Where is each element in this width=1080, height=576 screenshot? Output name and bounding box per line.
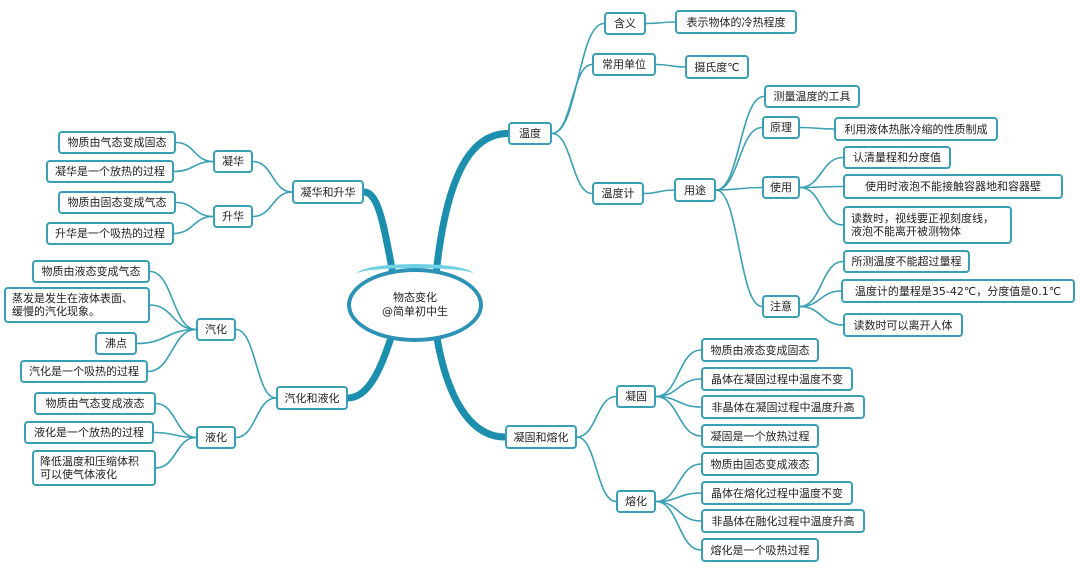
connector-line [576,395,617,438]
node-solidify[interactable]: 凝固 [616,385,656,408]
node-meaning-desc[interactable]: 表示物体的冷热程度 [675,10,797,34]
connector-line [235,328,277,399]
connector-line [643,189,675,195]
connector-line [645,21,676,25]
node-sublimation-item[interactable]: 升华是一个吸热的过程 [46,222,174,245]
connector-line [655,500,702,522]
node-solidify-item[interactable]: 凝固是一个放热过程 [701,424,819,448]
node-use[interactable]: 使用 [762,176,800,199]
connector-line [175,141,214,163]
node-liquefy-item[interactable]: 降低温度和压缩体积 可以使气体液化 [32,450,156,486]
node-note-item[interactable]: 温度计的量程是35-42℃，分度值是0.1℃ [841,279,1075,303]
main-branch-line [431,130,512,289]
node-liquefy-item[interactable]: 物质由气态变成液态 [34,392,156,415]
connector-line [235,397,277,439]
connector-line [655,500,702,551]
node-use-item[interactable]: 使用时液泡不能接触容器地和容器壁 [843,174,1063,199]
connector-line [655,378,702,398]
main-branch-line [431,321,509,441]
node-usage[interactable]: 用途 [674,178,716,202]
connector-line [799,186,844,226]
node-tool[interactable]: 测量温度的工具 [764,85,860,108]
connector-line [155,436,197,469]
node-meaning[interactable]: 含义 [604,12,646,35]
node-note-item[interactable]: 读数时可以离开人体 [843,313,963,337]
node-desublimation-item[interactable]: 物质由气态变成固态 [58,131,176,154]
node-vaporize-item[interactable]: 蒸发是发生在液体表面、 缓慢的汽化现象。 [4,287,150,323]
node-thermometer[interactable]: 温度计 [592,182,644,205]
node-temperature[interactable]: 温度 [508,122,552,145]
connector-line [799,126,835,130]
connector-line [551,132,593,195]
node-use-item[interactable]: 认清量程和分度值 [843,146,951,169]
connector-line [149,304,197,331]
connector-line [149,270,197,331]
connector-line [715,186,763,191]
node-desublimation-item[interactable]: 凝华是一个放热的过程 [46,160,174,183]
node-melt-item[interactable]: 熔化是一个吸热过程 [701,538,819,562]
connector-line [715,126,763,191]
node-sublimation-branch[interactable]: 凝华和升华 [292,180,364,204]
connector-line [655,349,702,398]
connector-line [576,436,617,503]
node-liquefy-item[interactable]: 液化是一个放热的过程 [24,421,154,444]
node-vaporization-branch[interactable]: 汽化和液化 [276,386,348,410]
connector-line [252,160,293,193]
connector-line [136,328,197,345]
connector-line [799,305,844,326]
node-freezing-branch[interactable]: 凝固和熔化 [505,425,577,449]
node-unit[interactable]: 常用单位 [592,53,656,76]
connector-line [655,63,686,68]
connector-line [175,201,214,218]
node-use-item[interactable]: 读数时，视线要正视刻度线， 液泡不能离开被测物体 [843,206,1012,244]
root-node[interactable]: 物态变化 @简单初中生 [347,268,483,342]
connector-line [655,395,702,437]
node-desublimation[interactable]: 凝华 [213,150,253,173]
connector-line [551,63,593,135]
root-highlight-ring [357,264,473,284]
node-vaporize-item[interactable]: 沸点 [95,332,137,355]
connector-line [715,189,763,308]
node-principle-desc[interactable]: 利用液体热胀冷缩的性质制成 [834,117,998,141]
connector-line [715,95,765,191]
node-solidify-item[interactable]: 晶体在凝固过程中温度不变 [701,367,853,391]
connector-line [147,328,197,373]
node-note-item[interactable]: 所测温度不能超过量程 [843,250,970,273]
connector-line [173,215,214,235]
node-vaporize-item[interactable]: 物质由液态变成气态 [32,260,150,283]
node-note[interactable]: 注意 [762,295,800,318]
node-melt[interactable]: 熔化 [616,490,656,513]
node-liquefy[interactable]: 液化 [196,426,236,449]
connector-line [799,260,844,308]
node-melt-item[interactable]: 晶体在熔化过程中温度不变 [701,481,853,505]
node-solidify-item[interactable]: 物质由液态变成固态 [701,338,819,362]
root-title: 物态变化 [393,291,437,304]
node-sublimation-item[interactable]: 物质由固态变成气态 [58,191,176,214]
node-vaporize-item[interactable]: 汽化是一个吸热的过程 [20,360,148,383]
connector-line [153,431,197,439]
connector-line [173,160,214,173]
node-sublimation[interactable]: 升华 [213,205,253,228]
root-subtitle: @简单初中生 [382,305,448,318]
connector-line [155,402,197,439]
connector-line [799,156,844,189]
node-melt-item[interactable]: 非晶体在融化过程中温度升高 [701,509,865,533]
connector-line [252,191,293,218]
node-unit-value[interactable]: 摄氏度℃ [685,55,749,79]
connector-line [655,463,702,503]
node-solidify-item[interactable]: 非晶体在凝固过程中温度升高 [701,395,865,419]
node-principle[interactable]: 原理 [762,116,800,139]
node-vaporize[interactable]: 汽化 [196,318,236,341]
node-melt-item[interactable]: 物质由固态变成液态 [701,452,819,476]
